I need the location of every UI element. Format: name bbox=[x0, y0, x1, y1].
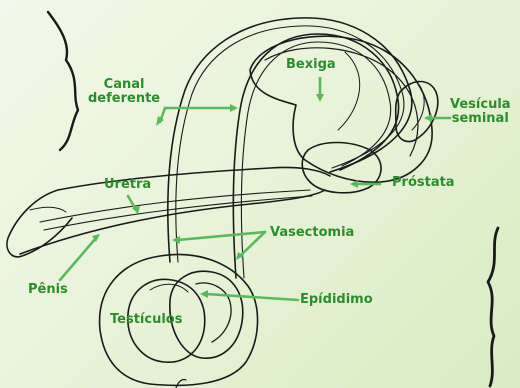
label-uretra: Uretra bbox=[104, 178, 151, 192]
label-vesicula-line2: seminal bbox=[450, 112, 511, 126]
label-canal-line1: Canal bbox=[88, 78, 160, 92]
label-testiculos: Testículos bbox=[110, 313, 182, 327]
arrowhead-epididimo bbox=[200, 290, 208, 298]
leader-epididimo bbox=[206, 294, 298, 300]
urethra-line-upper bbox=[40, 190, 310, 222]
label-canal-deferente: Canal deferente bbox=[88, 78, 160, 106]
edge-stroke-right bbox=[488, 228, 498, 386]
bottom-ridge bbox=[176, 379, 186, 388]
epididymis bbox=[196, 283, 231, 342]
arrowhead-canal-right bbox=[230, 104, 238, 112]
epididymis-detail bbox=[150, 284, 188, 292]
label-penis: Pênis bbox=[28, 283, 68, 297]
label-bexiga: Bexiga bbox=[286, 58, 336, 72]
leader-vasectomia-right bbox=[240, 232, 265, 256]
label-vesicula-line1: Vesícula bbox=[450, 98, 511, 112]
vas-deferens-right-inner bbox=[241, 42, 390, 278]
bladder-outline bbox=[250, 36, 432, 182]
shaft-upper bbox=[58, 167, 330, 190]
bladder-inner-2 bbox=[338, 52, 360, 130]
edge-stroke-left bbox=[48, 12, 78, 150]
glans-detail bbox=[30, 207, 66, 212]
arrowhead-vesicula bbox=[424, 114, 432, 122]
leader-vasectomia-left bbox=[178, 232, 265, 240]
label-vesicula-seminal: Vesícula seminal bbox=[450, 98, 511, 126]
label-vasectomia: Vasectomia bbox=[270, 226, 354, 240]
shaft-lower bbox=[20, 190, 325, 254]
label-epididimo: Epídidimo bbox=[300, 293, 373, 307]
leader-penis bbox=[60, 238, 96, 280]
label-canal-line2: deferente bbox=[88, 92, 160, 106]
arrowhead-bexiga bbox=[316, 94, 324, 102]
label-prostata: Próstata bbox=[392, 176, 455, 190]
